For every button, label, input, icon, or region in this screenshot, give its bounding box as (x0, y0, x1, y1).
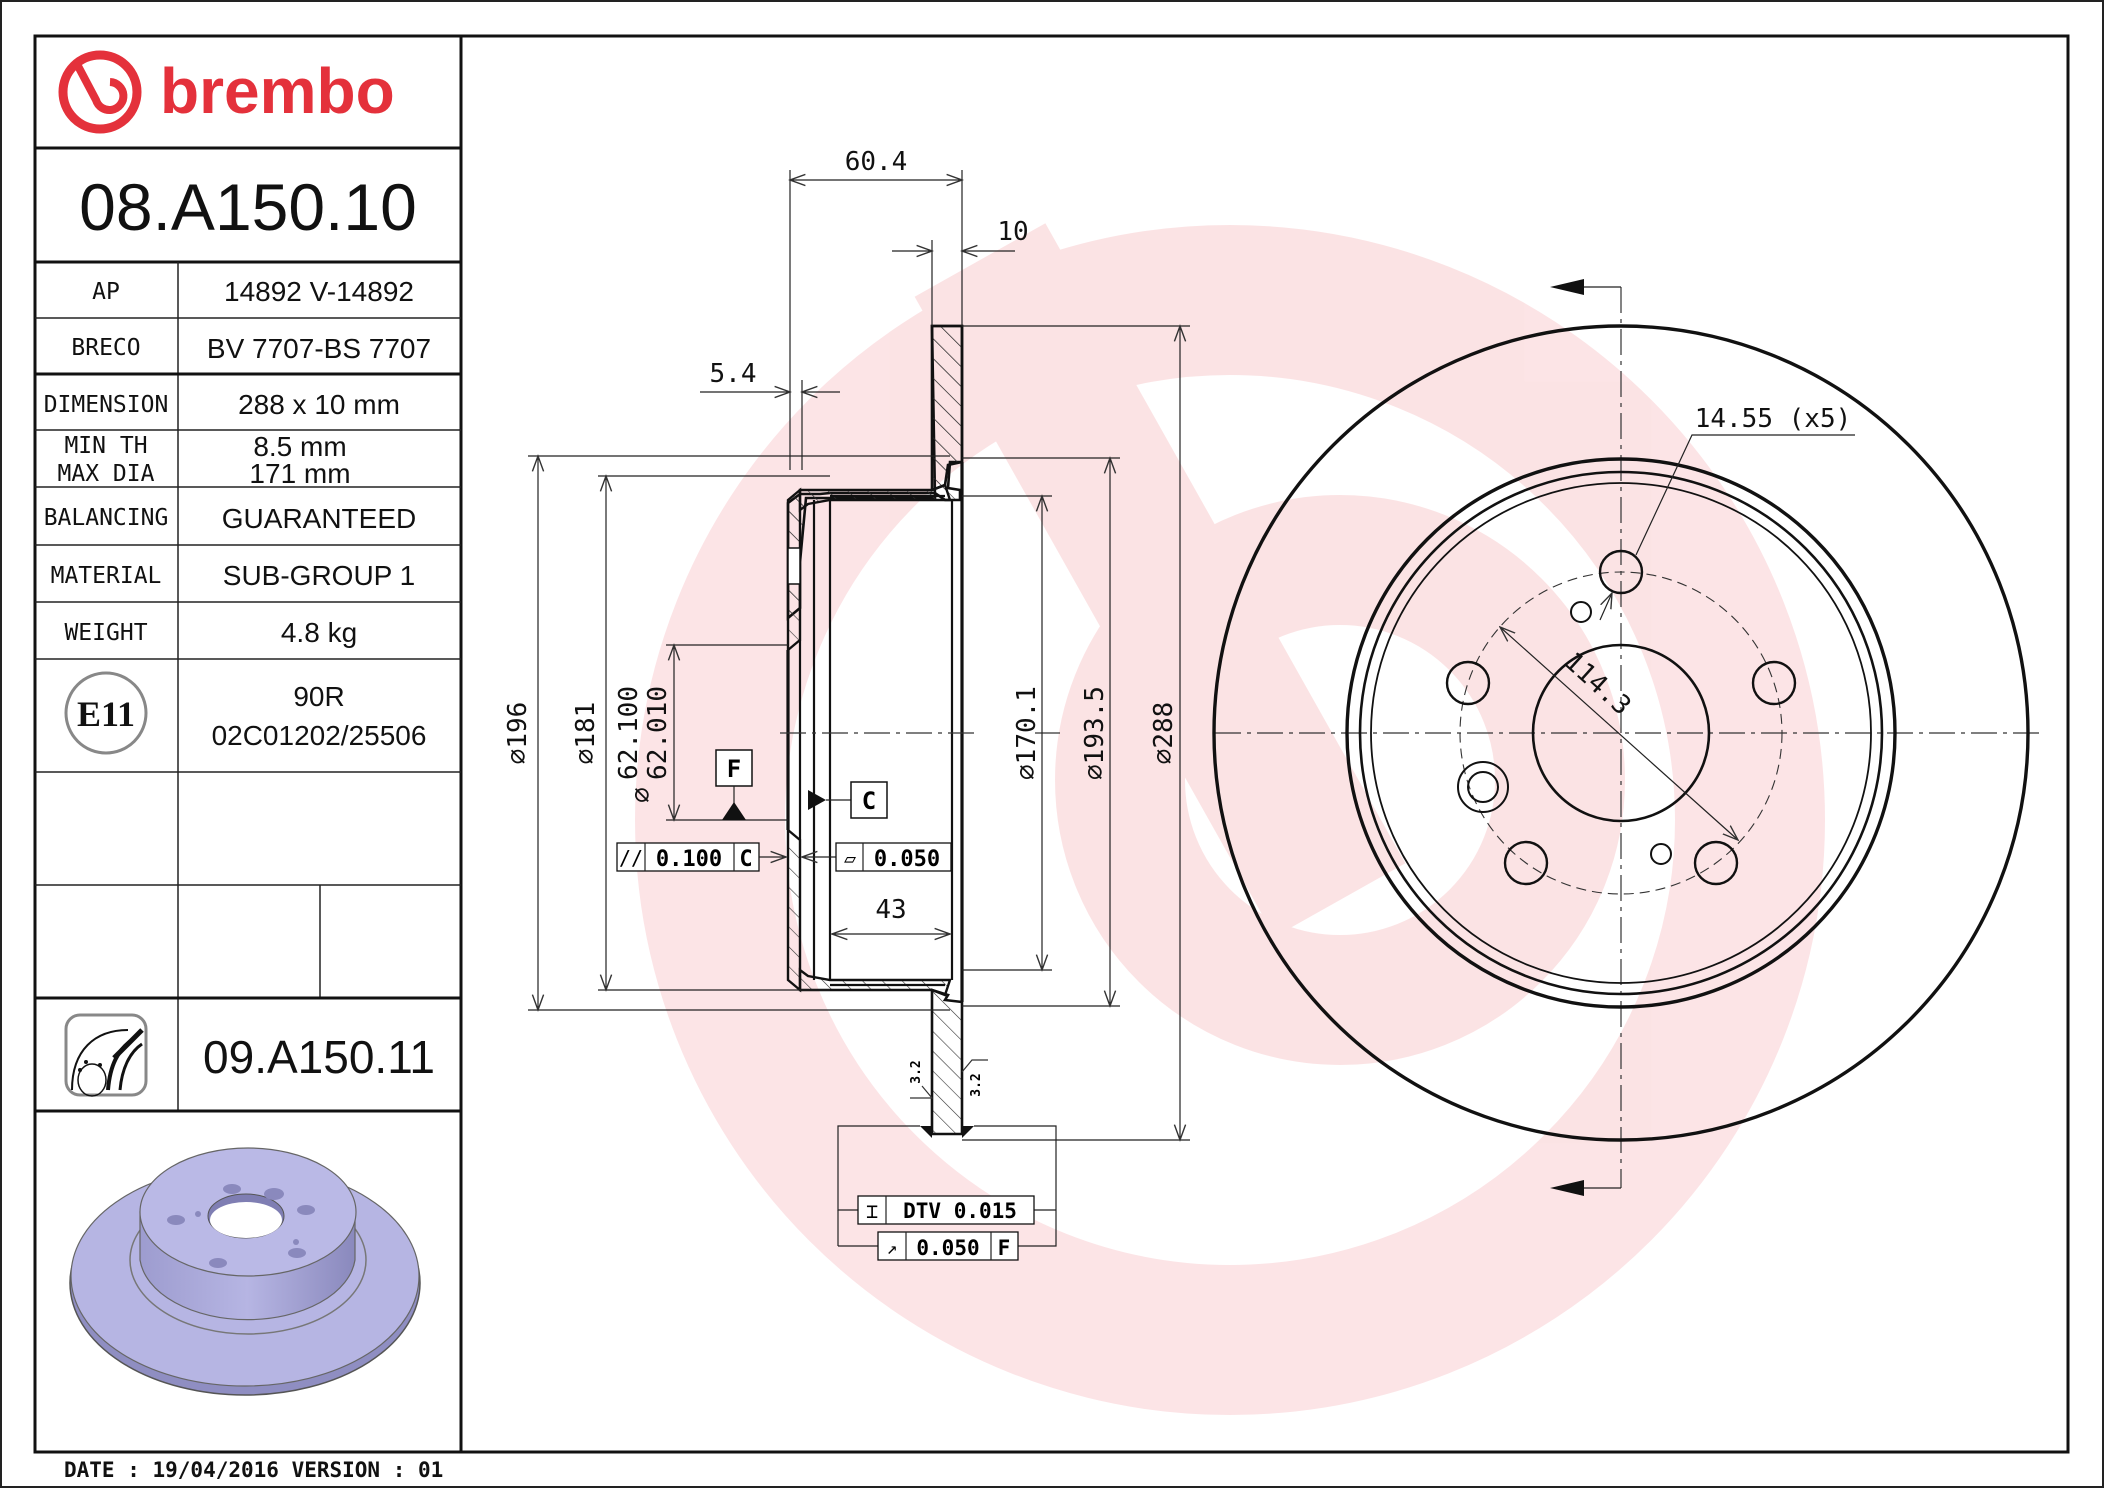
svg-text:MATERIAL: MATERIAL (51, 563, 162, 589)
svg-text:⌀: ⌀ (627, 787, 657, 803)
dim-bore-min: 62.010 (643, 686, 673, 780)
svg-text:MIN TH: MIN TH (64, 433, 147, 459)
svg-text:BRECO: BRECO (71, 335, 140, 361)
svg-text:SUB-GROUP 1: SUB-GROUP 1 (223, 560, 415, 591)
footer-date-version: DATE : 19/04/2016 VERSION : 01 (64, 1458, 443, 1482)
tolerance-flatness: ▱ 0.050 (802, 842, 952, 872)
spec-row-ap: AP 14892 V-14892 (92, 276, 414, 307)
section-view: 60.4 10 5.4 ⌀196 ⌀181 62.100 62.010 ⌀ F (503, 147, 1190, 1261)
dim-dia-288: 288 (1149, 702, 1179, 749)
surface-roughness-right: 3.2 (961, 1059, 988, 1097)
svg-text:F: F (727, 755, 741, 783)
pcd-circle (1459, 571, 1783, 895)
svg-text:14892 V-14892: 14892 V-14892 (224, 276, 414, 307)
svg-text:DIMENSION: DIMENSION (44, 392, 169, 418)
svg-text:F: F (998, 1236, 1011, 1260)
dim-overall-height: 60.4 (845, 147, 908, 177)
dim-dia-181: 181 (571, 702, 601, 749)
disc-3d-render (69, 1147, 421, 1396)
spec-row-dimension: DIMENSION 288 x 10 mm (44, 389, 400, 420)
svg-text:0.050: 0.050 (916, 1236, 979, 1260)
brembo-logo-mark (74, 64, 128, 114)
svg-text:⌀288: ⌀288 (1149, 702, 1179, 765)
spec-row-breco: BRECO BV 7707-BS 7707 (71, 333, 431, 364)
spec-row-min-th-max-dia: MIN TH MAX DIA 8.5 mm 171 mm (58, 431, 351, 489)
inner-frame (33, 34, 2070, 1454)
svg-text:4.8 kg: 4.8 kg (281, 617, 357, 648)
svg-text:⌀193.5: ⌀193.5 (1080, 686, 1110, 780)
svg-text:WEIGHT: WEIGHT (64, 620, 147, 646)
approval-number: 02C01202/25506 (212, 720, 427, 751)
svg-text:171 mm: 171 mm (249, 458, 350, 489)
dim-hat-wall: 5.4 (710, 359, 757, 389)
dim-dia-170-1: 170.1 (1012, 686, 1042, 764)
brand-name: brembo (160, 55, 395, 127)
tolerance-dtv: ⌶ DTV 0.015 (857, 1195, 1035, 1225)
svg-text:⌀181: ⌀181 (571, 702, 601, 765)
spec-row-weight: WEIGHT 4.8 kg (64, 617, 357, 648)
title-block: brembo 08.A150.10 AP 14892 V-14892 BRECO… (35, 50, 461, 1396)
svg-text:↗: ↗ (887, 1238, 898, 1259)
svg-text:8.5 mm: 8.5 mm (253, 431, 346, 462)
dim-bore-max: 62.100 (614, 686, 644, 780)
svg-text://: // (619, 846, 643, 870)
disc-with-sensor-icon (64, 1013, 148, 1097)
svg-text:⌶: ⌶ (866, 1199, 878, 1223)
spec-row-material: MATERIAL SUB-GROUP 1 (51, 560, 416, 591)
approval-regulation: 90R (293, 681, 344, 712)
dim-disc-thickness: 10 (997, 217, 1028, 247)
dim-dia-196: 196 (503, 702, 533, 749)
svg-text:288 x 10 mm: 288 x 10 mm (238, 389, 400, 420)
svg-text:AP: AP (92, 279, 120, 305)
surface-roughness-left: 3.2 (909, 1060, 934, 1099)
bolt-hole-note: 14.55 (x5) (1695, 404, 1852, 434)
svg-text:3.2: 3.2 (969, 1073, 984, 1096)
svg-text:MAX DIA: MAX DIA (58, 461, 155, 487)
bolt-holes (1445, 549, 1797, 886)
tolerance-parallelism: // 0.100 C (616, 842, 786, 872)
datum-c-triangle (808, 790, 826, 810)
e-mark-badge (64, 671, 148, 755)
section-arrow-bottom (1550, 1180, 1584, 1196)
dim-dia-193-5: 193.5 (1080, 686, 1110, 764)
svg-text:GUARANTEED: GUARANTEED (222, 503, 416, 534)
svg-text:C: C (739, 847, 752, 872)
svg-text:DTV 0.015: DTV 0.015 (903, 1199, 1017, 1223)
svg-text:▱: ▱ (844, 846, 856, 870)
svg-text:⌀196: ⌀196 (503, 702, 533, 765)
part-number: 08.A150.10 (79, 170, 417, 244)
brembo-logo-icon (58, 50, 142, 134)
related-part-row: 09.A150.11 (64, 1013, 435, 1097)
approval-row: E11 90R 02C01202/25506 (64, 671, 427, 755)
svg-text:BALANCING: BALANCING (44, 505, 169, 531)
svg-text:C: C (862, 787, 876, 815)
svg-text:BV 7707-BS 7707: BV 7707-BS 7707 (207, 333, 431, 364)
datum-f-triangle (722, 802, 746, 820)
related-part-number: 09.A150.11 (203, 1031, 435, 1083)
svg-text:0.100: 0.100 (656, 847, 722, 872)
dim-hat-inner-depth: 43 (875, 895, 906, 925)
svg-text:3.2: 3.2 (909, 1060, 924, 1083)
datum-c-box (850, 781, 888, 819)
disc-outer-edge (1212, 324, 2030, 1142)
section-arrow-top (1550, 279, 1584, 295)
e-mark-label: E11 (77, 694, 135, 734)
svg-text:0.050: 0.050 (874, 847, 940, 872)
svg-text:⌀170.1: ⌀170.1 (1012, 686, 1042, 780)
brembo-logo: brembo (58, 50, 395, 134)
spec-row-balancing: BALANCING GUARANTEED (44, 503, 417, 534)
tolerance-runout: ↗ 0.050 F (877, 1231, 1019, 1261)
